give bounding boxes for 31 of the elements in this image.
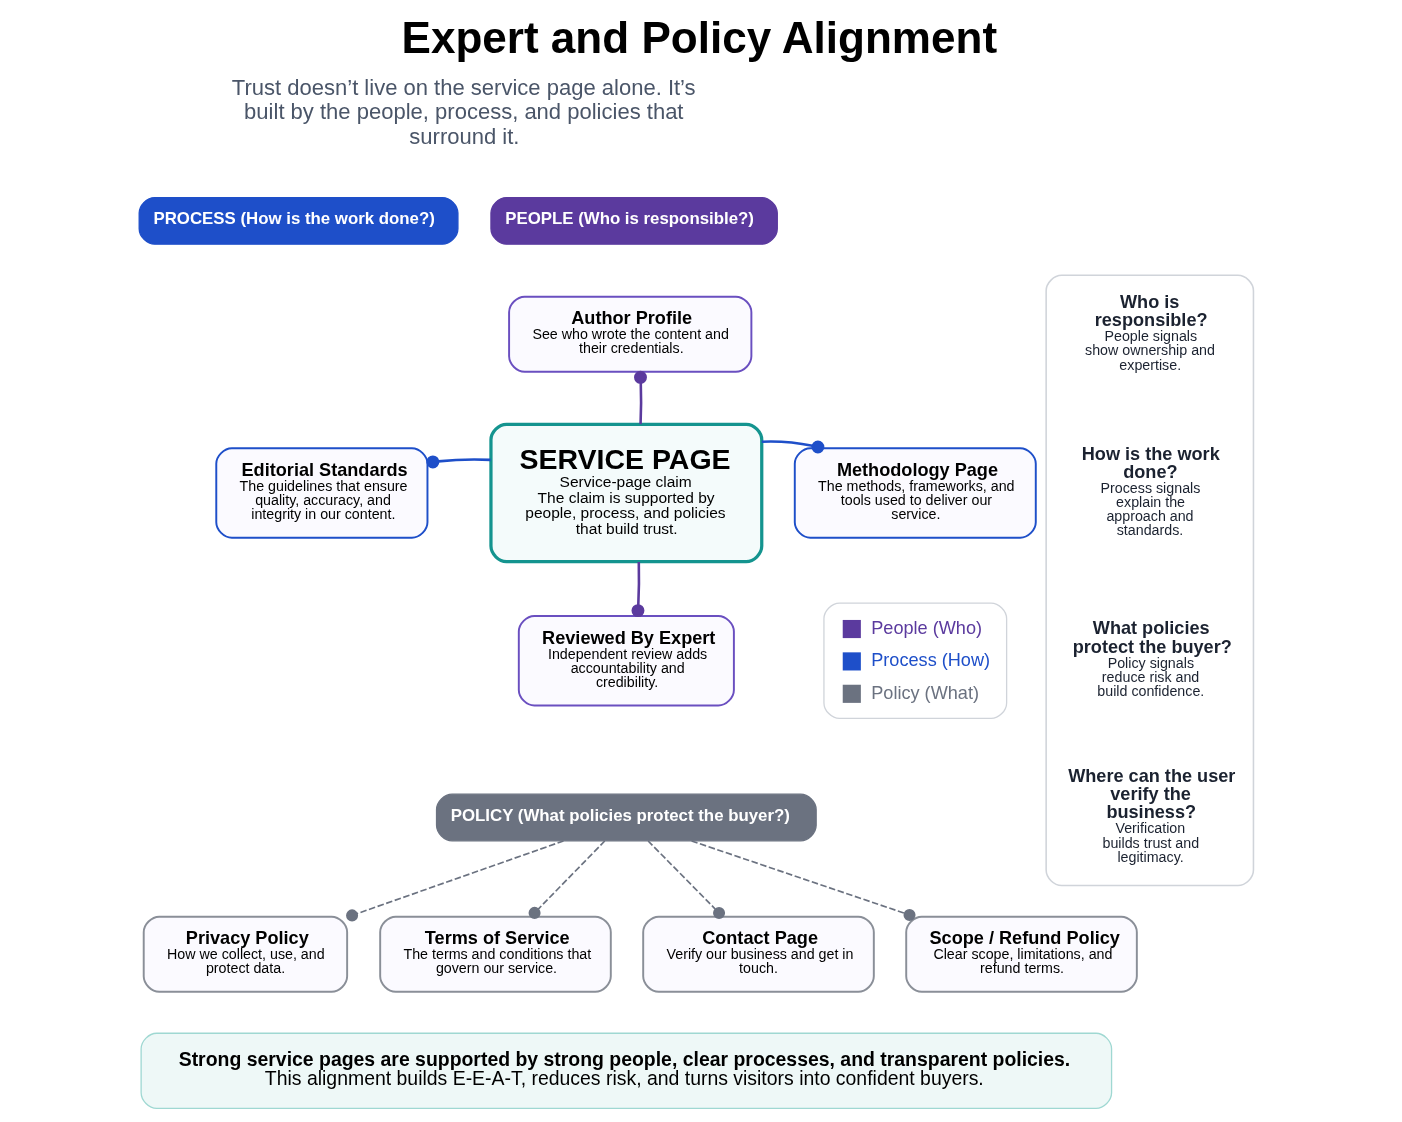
node-text: Who is responsible? People signals show ownership and expertise. <box>1084 291 1215 373</box>
connector <box>690 840 916 921</box>
node-box: Privacy Policy How we collect, use, and protect data. <box>142 915 348 993</box>
node-text: Where can the user verify the business? Verification builds trust and legitimacy. <box>1067 766 1235 865</box>
node-box: Author Profile See who wrote the content and their credentials. <box>507 295 752 373</box>
connector <box>345 840 564 922</box>
node-box: PROCESS (How is the work done?) <box>138 196 459 245</box>
label: Trust doesn’t live on the service page alone. It’s built by the people, process, and policies that surround it. <box>231 74 696 149</box>
node-box: Reviewed By Expert Independent review adds accountability and credibility. <box>517 615 735 707</box>
connector <box>761 440 824 454</box>
node-box: Contact Page Verify our business and get in touch. <box>641 915 875 993</box>
node-box: PEOPLE (Who is responsible?) <box>489 196 778 245</box>
node-text: What policies protect the buyer? Policy signals reduce risk and build confidence. <box>1072 618 1232 700</box>
node-box: Strong service pages are supported by strong people, clear processes, and transparent policies. This alignment builds E-E-A-T, reduces risk, and turns visitors into confident buyers. <box>140 1032 1112 1110</box>
node-box: POLICY (What policies protect the buyer?) <box>435 793 817 842</box>
connector <box>631 561 644 618</box>
connector <box>633 370 647 425</box>
node-box: Editorial Standards The guidelines that ensure quality, accuracy, and integrity in our content. <box>214 447 428 539</box>
node-text: How is the work done? Process signals explain the approach and standards. <box>1081 443 1220 539</box>
connector <box>646 840 725 919</box>
node-box: Methodology Page The methods, frameworks, and tools used to deliver our service. <box>793 447 1037 539</box>
cluster <box>1044 274 1254 887</box>
node-box: SERVICE PAGE Service-page claim The claim is supported by people, process, and policies that build trust. <box>488 422 763 564</box>
node-box: Scope / Refund Policy Clear scope, limitations, and refund terms. <box>904 915 1138 993</box>
legend-label: Policy (What) <box>870 682 979 703</box>
connector <box>528 840 606 919</box>
legend-label: Process (How) <box>870 650 990 671</box>
node-box: Terms of Service The terms and conditions that govern our service. <box>378 915 612 993</box>
diagram-title: Expert and Policy Alignment <box>401 12 997 62</box>
legend-label: People (Who) <box>870 617 982 638</box>
connector <box>425 455 491 469</box>
